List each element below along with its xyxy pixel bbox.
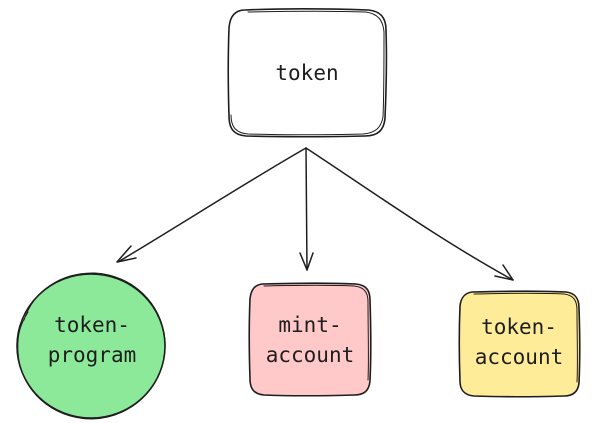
node-mint-account-label-line2: account — [266, 343, 355, 367]
node-token-account-box — [458, 290, 581, 398]
node-mint-account[interactable]: mint- account — [248, 282, 372, 397]
node-token-account-label-line2: account — [475, 345, 564, 369]
node-token-account-label-line1: token- — [481, 315, 557, 339]
edge-token-to-token-program-line — [117, 147, 307, 263]
node-token-account-box-sketch — [473, 292, 578, 383]
edge-token-to-token-account-line — [305, 147, 514, 281]
node-token-label: token — [275, 61, 338, 85]
node-token-account[interactable]: token- account — [458, 290, 581, 398]
edge-token-to-token-account — [305, 147, 514, 281]
node-token-box — [227, 8, 388, 138]
node-token-program[interactable]: token- program — [16, 272, 166, 420]
node-mint-account-box — [248, 282, 372, 397]
edge-token-to-mint-account-line — [305, 147, 308, 271]
node-mint-account-label-line1: mint- — [278, 313, 341, 337]
edge-token-to-token-program — [116, 147, 307, 263]
node-token[interactable]: token — [227, 8, 388, 138]
node-token-program-circle-sketch — [17, 272, 166, 420]
node-mint-account-box-sketch — [263, 284, 369, 381]
edge-token-to-token-program-arrowhead — [116, 245, 137, 263]
edge-token-to-token-account-arrowhead — [494, 264, 514, 281]
edge-token-to-mint-account-arrowhead — [299, 252, 314, 271]
edge-token-to-mint-account — [299, 147, 314, 271]
node-token-program-label-line2: program — [48, 343, 137, 367]
node-token-box-sketch — [230, 10, 385, 136]
node-token-program-label-line1: token- — [54, 313, 130, 337]
